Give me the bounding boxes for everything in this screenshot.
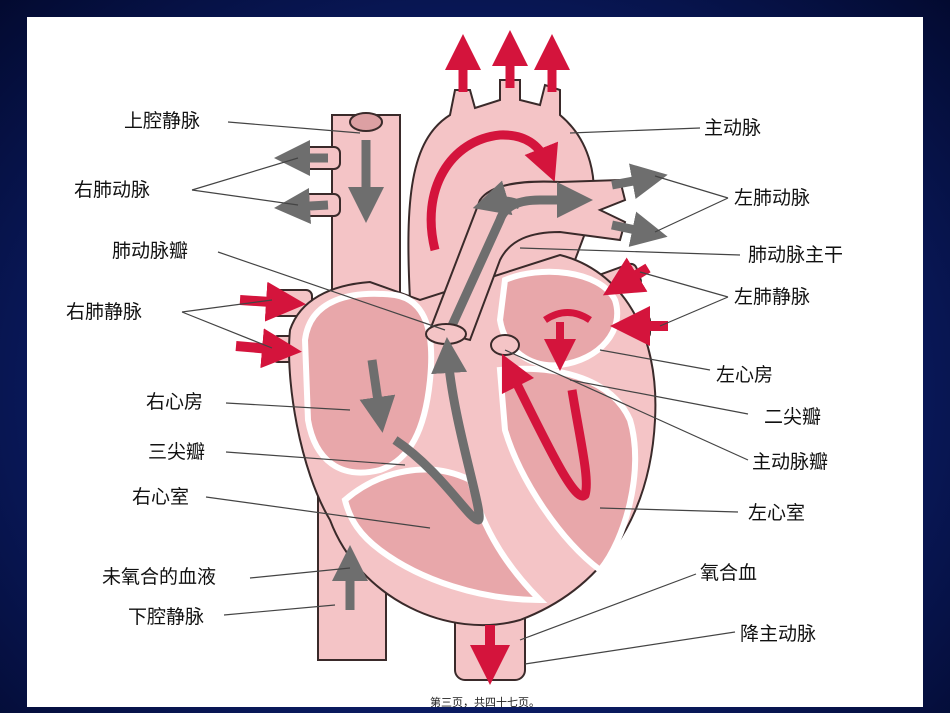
label-left-atrium: 左心房 xyxy=(716,364,774,386)
label-aortic-valve: 主动脉瓣 xyxy=(752,451,829,473)
label-right-pulmonary-artery: 右肺动脉 xyxy=(74,179,151,201)
label-left-pulmonary-artery: 左肺动脉 xyxy=(734,187,811,209)
label-mitral-valve: 二尖瓣 xyxy=(764,406,822,428)
label-tricuspid-valve: 三尖瓣 xyxy=(148,441,206,463)
label-inferior-vena-cava: 下腔静脉 xyxy=(128,606,205,628)
left-atrium-shape xyxy=(496,268,621,369)
page-footer: 第三页，共四十七页。 xyxy=(430,696,540,709)
label-descending-aorta: 降主动脉 xyxy=(740,623,817,645)
label-right-ventricle: 右心室 xyxy=(132,486,190,508)
label-right-pulmonary-vein: 右肺静脉 xyxy=(66,301,143,323)
label-left-pulmonary-vein: 左肺静脉 xyxy=(734,286,811,308)
label-pulmonary-valve: 肺动脉瓣 xyxy=(112,240,189,262)
label-right-atrium: 右心房 xyxy=(146,391,204,413)
label-aorta: 主动脉 xyxy=(704,117,762,139)
right-atrium-shape xyxy=(301,290,435,476)
label-left-ventricle: 左心室 xyxy=(748,502,806,524)
label-oxygenated-blood: 氧合血 xyxy=(700,562,758,584)
leader-lines xyxy=(181,121,749,665)
label-pulmonary-trunk: 肺动脉主干 xyxy=(748,244,844,266)
label-superior-vena-cava: 上腔静脉 xyxy=(124,110,201,132)
label-deoxygenated-blood: 未氧合的血液 xyxy=(102,566,217,588)
